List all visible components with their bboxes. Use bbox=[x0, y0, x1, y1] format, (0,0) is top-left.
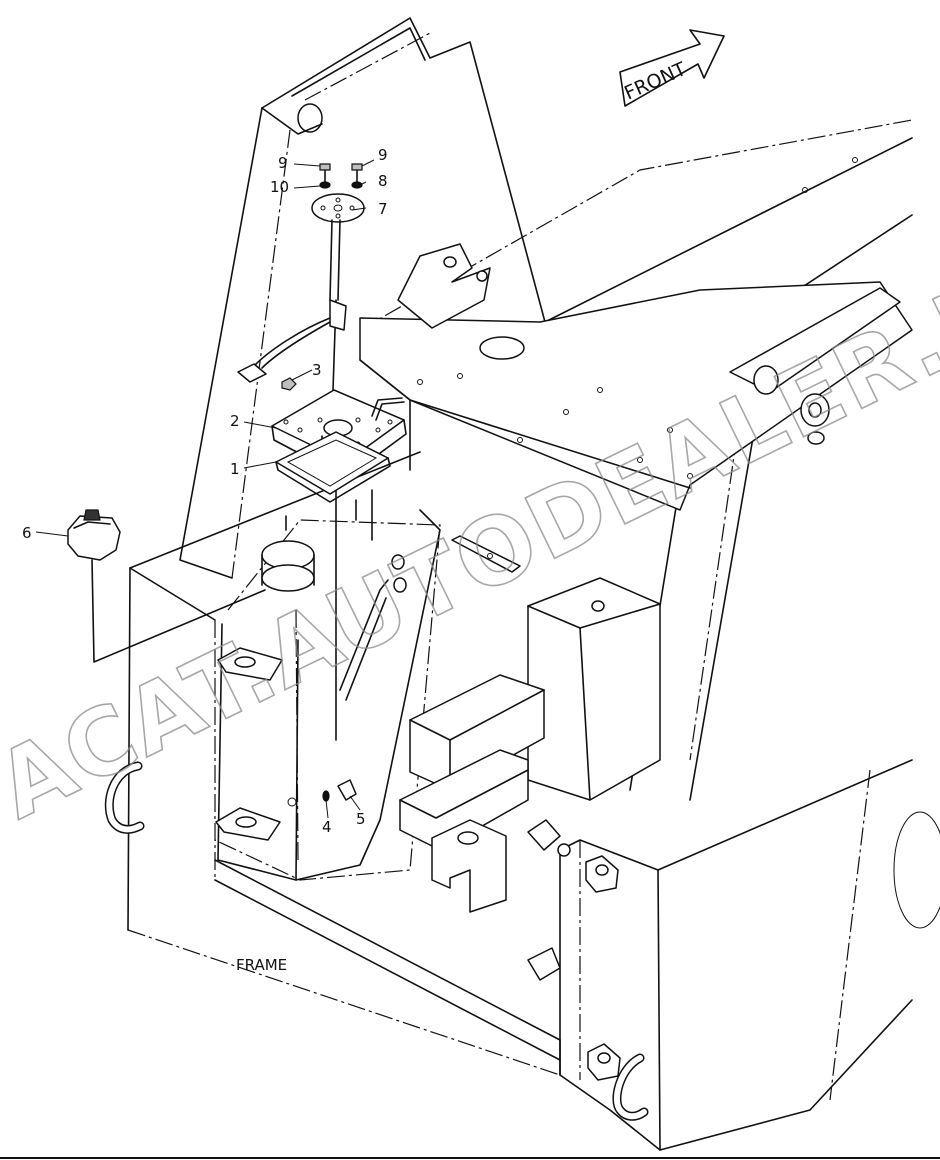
left-upright bbox=[179, 17, 546, 579]
callout-8: 8 bbox=[378, 172, 388, 190]
frame-label: FRAME bbox=[236, 956, 287, 974]
callout-4: 4 bbox=[322, 818, 332, 836]
callout-9-left: 9 bbox=[278, 154, 288, 172]
callout-9-right: 9 bbox=[378, 146, 388, 164]
callout-7: 7 bbox=[378, 200, 388, 218]
front-arrow-label: FRONT bbox=[621, 58, 690, 105]
front-arrow: FRONT bbox=[619, 29, 725, 107]
filler-cap bbox=[67, 509, 266, 663]
callout-1: 1 bbox=[230, 460, 240, 478]
callout-6: 6 bbox=[22, 524, 32, 542]
callout-10: 10 bbox=[270, 178, 289, 196]
cross-beam bbox=[359, 157, 913, 511]
fuel-sender bbox=[237, 163, 365, 741]
drain-plug bbox=[287, 779, 357, 807]
handles bbox=[104, 761, 649, 1121]
sender-plates bbox=[271, 377, 407, 541]
lower-blocks bbox=[399, 577, 661, 1081]
fuel-tank bbox=[214, 509, 521, 881]
callout-labels: 6 1 2 3 4 5 7 8 9 9 10 FRAME bbox=[22, 146, 388, 974]
leader-lines bbox=[35, 159, 375, 819]
callout-5: 5 bbox=[356, 810, 366, 828]
callout-3: 3 bbox=[312, 361, 322, 379]
frame-body bbox=[127, 119, 940, 1151]
callout-2: 2 bbox=[230, 412, 240, 430]
